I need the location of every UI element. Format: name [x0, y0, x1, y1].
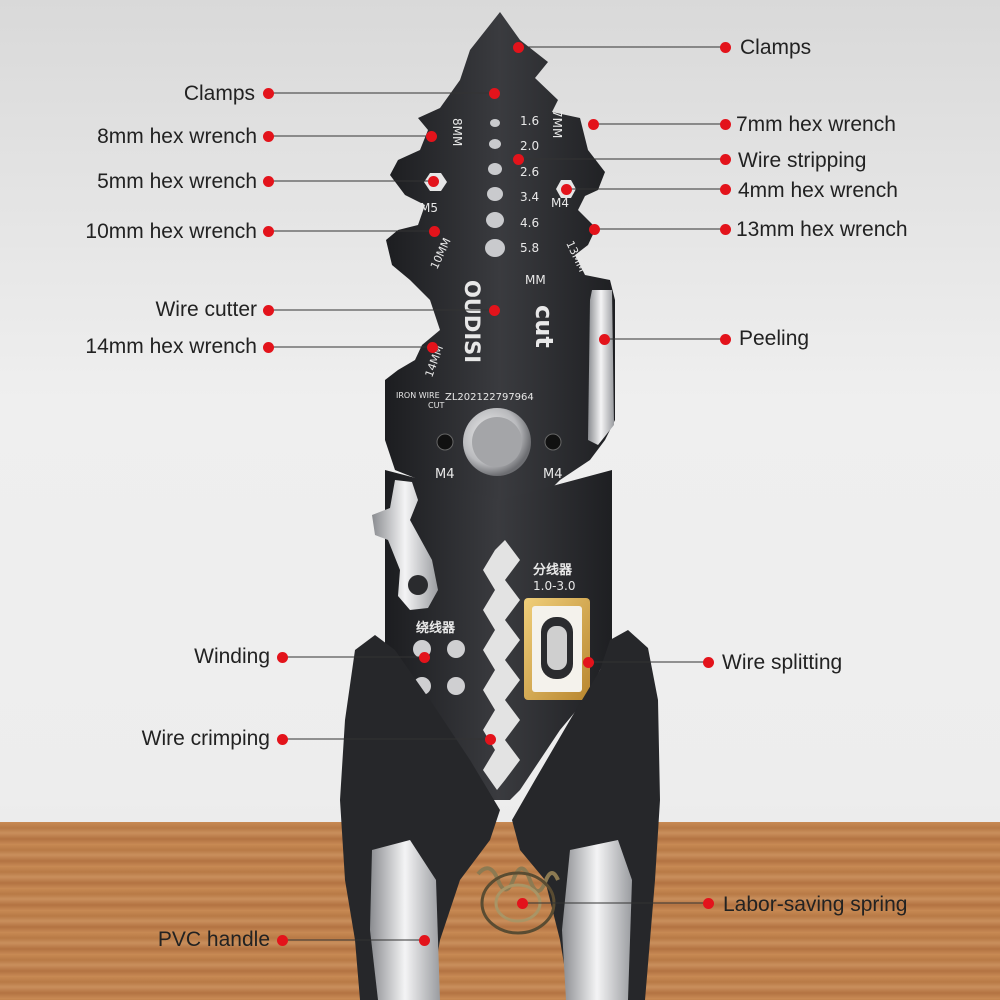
mm-unit: MM [525, 273, 546, 287]
dot-winding-end [277, 652, 288, 663]
dot-hex8 [426, 131, 437, 142]
dot-hex5-end [263, 176, 274, 187]
dot-hex13 [589, 224, 600, 235]
label-hex8: 8mm hex wrench [97, 125, 257, 148]
m5-mark: M5 [420, 201, 438, 215]
label-winding: Winding [194, 645, 270, 668]
dot-peeling [599, 334, 610, 345]
dot-wire-cutter [489, 305, 500, 316]
splitter-mark: 分线器 [533, 562, 573, 578]
dot-hex14 [427, 342, 438, 353]
pvc-handles [340, 630, 660, 1000]
dot-spring [517, 898, 528, 909]
dot-crimping-end [277, 734, 288, 745]
dot-hex8-end [263, 131, 274, 142]
label-hex5: 5mm hex wrench [97, 170, 257, 193]
dot-winding [419, 652, 430, 663]
m4-hex-mark: M4 [551, 196, 569, 210]
label-spring: Labor-saving spring [723, 893, 908, 916]
plier-head [385, 12, 615, 545]
label-clamps-top: Clamps [740, 36, 812, 59]
m4-right-mark: M4 [543, 467, 563, 482]
label-peeling: Peeling [739, 327, 810, 350]
dot-clamps-top-end [720, 42, 731, 53]
label-pvc: PVC handle [157, 928, 270, 951]
plier-body [372, 470, 612, 800]
dot-wire-cutter-end [263, 305, 274, 316]
dot-hex14-end [263, 342, 274, 353]
dot-hex4 [561, 184, 572, 195]
dot-clamps-top [513, 42, 524, 53]
dot-peeling-end [720, 334, 731, 345]
dot-pvc [419, 935, 430, 946]
stripping-notches [485, 119, 505, 257]
dot-crimping [485, 734, 496, 745]
patent-number: ZL202122797964 [445, 392, 534, 403]
splitter-range: 1.0-3.0 [533, 579, 576, 593]
dot-clamps-left [489, 88, 500, 99]
dot-hex7-end [720, 119, 731, 130]
label-splitting: Wire splitting [722, 651, 843, 674]
dot-clamps-left-end [263, 88, 274, 99]
mm7-mark: 7MM [550, 110, 564, 138]
label-hex14: 14mm hex wrench [85, 335, 257, 358]
dot-hex5 [428, 176, 439, 187]
dot-spring-end [703, 898, 714, 909]
dot-hex13-end [720, 224, 731, 235]
label-hex13: 13mm hex wrench [736, 218, 908, 241]
label-wire-cutter: Wire cutter [155, 298, 257, 321]
label-hex10: 10mm hex wrench [85, 220, 257, 243]
mm8-mark: 8MM [450, 118, 464, 146]
dot-hex10 [429, 226, 440, 237]
dot-hex4-end [720, 184, 731, 195]
dot-stripping-end [720, 154, 731, 165]
label-hex7: 7mm hex wrench [736, 113, 896, 136]
crimping-teeth [483, 540, 520, 790]
iron-wire-mark: IRON WIRE [396, 391, 440, 400]
gauge-4: 3.4 [520, 190, 539, 204]
iron-cut-mark: CUT [428, 401, 444, 410]
dot-splitting [583, 657, 594, 668]
peeling-blade [588, 290, 614, 445]
label-stripping: Wire stripping [738, 149, 867, 172]
dot-hex10-end [263, 226, 274, 237]
gauge-1: 1.6 [520, 114, 539, 128]
label-clamps-left: Clamps [183, 82, 255, 105]
winder-mark: 绕线器 [416, 620, 456, 636]
cut-mark: cut [530, 305, 558, 348]
label-hex4: 4mm hex wrench [738, 179, 898, 202]
callout-lines [268, 46, 725, 941]
gauge-6: 5.8 [520, 241, 539, 255]
dot-pvc-end [277, 935, 288, 946]
dot-splitting-end [703, 657, 714, 668]
brand-mark: OUDISI [460, 280, 484, 363]
gauge-5: 4.6 [520, 216, 539, 230]
m4-left-mark: M4 [435, 467, 455, 482]
dot-hex7 [588, 119, 599, 130]
gauge-2: 2.0 [520, 139, 539, 153]
gauge-3: 2.6 [520, 165, 539, 179]
dot-stripping [513, 154, 524, 165]
label-crimping: Wire crimping [141, 727, 270, 750]
